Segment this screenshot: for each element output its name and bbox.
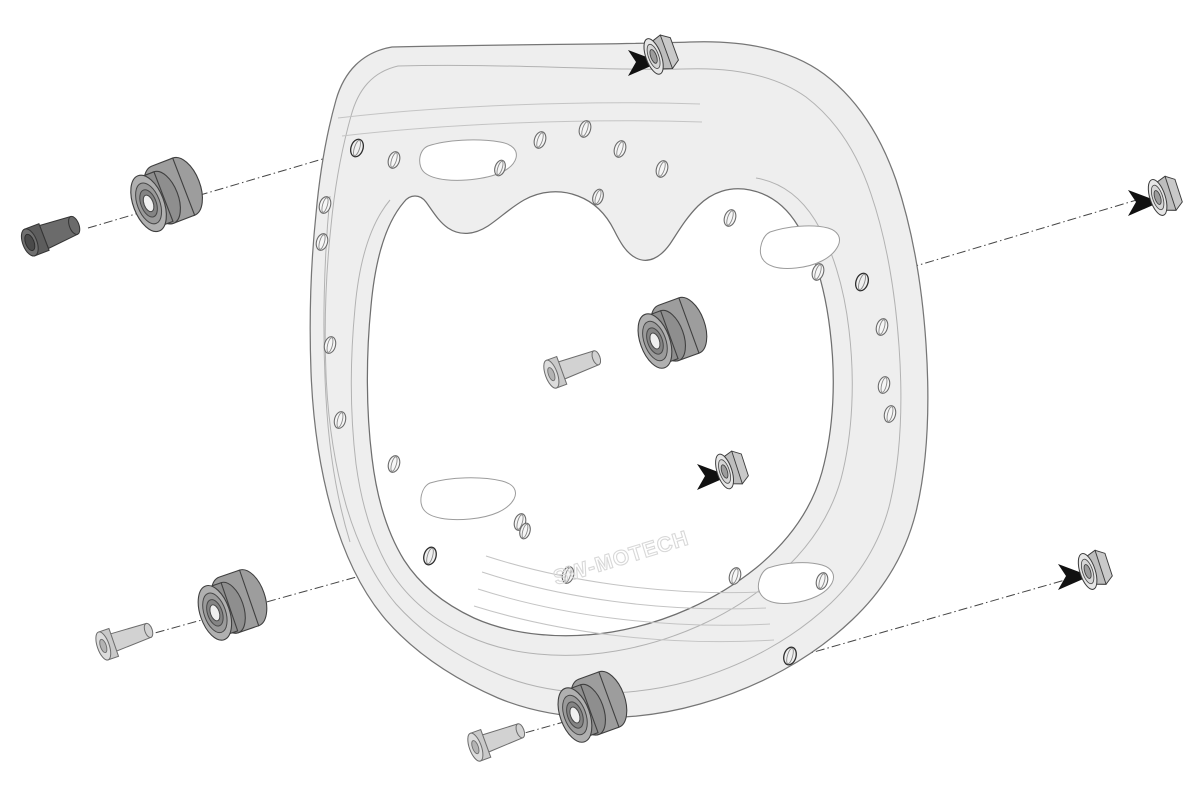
- insertion-arrow-right-top-icon: [1128, 190, 1160, 216]
- carrier-plate-ribs: [337, 102, 775, 643]
- countersunk-bolt-bottom-center[interactable]: [464, 715, 530, 764]
- countersunk-bolt-bottom-left[interactable]: [92, 614, 158, 663]
- central-opening-offset-contour: [350, 177, 853, 656]
- axis-line-bottom-left: [107, 555, 433, 647]
- mounting-holes: [315, 120, 897, 666]
- stepped-spacer-bushing-bottom-left[interactable]: [189, 564, 275, 646]
- nut-assembly-top[interactable]: [628, 30, 682, 78]
- nut-assembly-right-bottom[interactable]: [1058, 546, 1115, 593]
- slot-cutout-top-left: [419, 139, 517, 181]
- axis-line-top-right: [861, 198, 1141, 283]
- axis-line-top-left: [87, 147, 361, 229]
- hex-flange-nut-right-bottom[interactable]: [1074, 546, 1115, 593]
- nut-assembly-center[interactable]: [697, 447, 751, 492]
- stepped-spacer-bushing-top-left[interactable]: [121, 151, 212, 238]
- side-carrier-plate[interactable]: SW-MOTECH: [309, 41, 929, 719]
- insertion-arrow-top-icon: [628, 50, 660, 76]
- insertion-arrow-right-bottom-icon: [1058, 564, 1090, 590]
- insertion-arrow-center-icon: [697, 464, 729, 490]
- axis-line-bottom-right: [799, 577, 1073, 657]
- assembly-top-left[interactable]: [17, 151, 212, 259]
- slot-cutout-bottom-right: [757, 562, 835, 604]
- slot-cutout-bottom-left: [420, 477, 516, 521]
- carrier-plate-wall-line: [323, 195, 351, 543]
- carrier-plate-offset-contour: [324, 64, 902, 694]
- nut-assembly-right-top[interactable]: [1128, 172, 1185, 219]
- hex-flange-nut-right-top[interactable]: [1144, 172, 1185, 219]
- assembly-bottom-left[interactable]: [92, 564, 275, 663]
- slot-cutout-right: [759, 225, 841, 269]
- hex-socket-bolt[interactable]: [17, 209, 85, 259]
